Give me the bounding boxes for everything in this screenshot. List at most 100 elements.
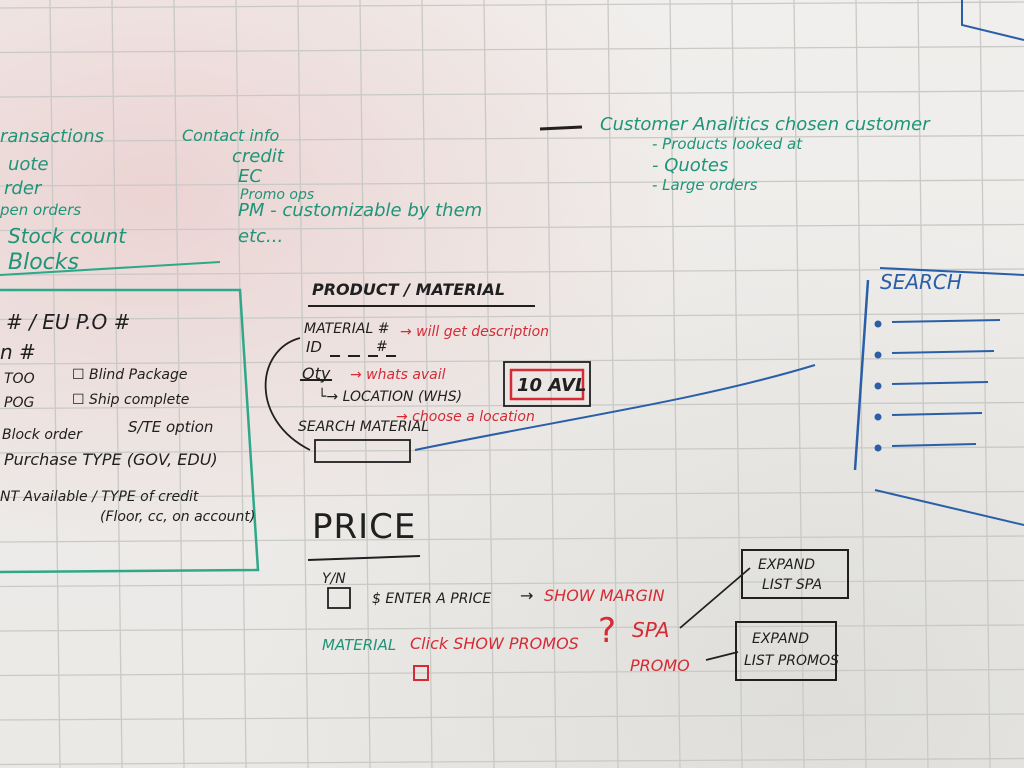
label-spa: SPA [632, 618, 670, 642]
label-qty: Qty [302, 364, 331, 383]
text-credit-type: NT Available / TYPE of credit [0, 489, 199, 505]
search-list-line [891, 412, 983, 416]
label-material: MATERIAL # [304, 321, 390, 337]
grid-line-vertical [483, 0, 495, 768]
text-block-order: Block order [2, 427, 82, 443]
label-enter-price: $ ENTER A PRICE [372, 591, 492, 607]
search-list-bullet [874, 413, 882, 421]
top-dash [539, 125, 583, 131]
text-purchase-type: Purchase TYPE (GOV, EDU) [4, 450, 218, 469]
label-id: ID [306, 338, 322, 356]
price-title: PRICE [312, 507, 417, 547]
search-list-line [891, 319, 1001, 323]
search-panel-edge [961, 0, 1024, 41]
grid-line-vertical [421, 0, 433, 768]
grid-line-horizontal [0, 179, 1024, 187]
label-click-show-promos: Click SHOW PROMOS [410, 634, 579, 653]
text-site-option: S/TE option [128, 418, 214, 436]
search-panel-left [853, 279, 870, 471]
grid-line-horizontal [0, 268, 1024, 276]
search-list-line [891, 350, 995, 354]
search-panel-bottom [874, 489, 1024, 526]
label-id-hash: # [376, 339, 388, 355]
grid-line-horizontal [0, 312, 1024, 321]
text-n-number: n # [0, 340, 36, 364]
grid-line-horizontal [0, 579, 1024, 588]
grid-line-horizontal [0, 490, 1024, 499]
search-material-box [314, 439, 411, 463]
avail-count-box: 10 AVL [517, 375, 587, 396]
text-ec: EC [238, 166, 262, 187]
search-list-line [891, 381, 989, 385]
product-material-title: PRODUCT / MATERIAL [312, 280, 506, 299]
grid-line-horizontal [0, 223, 1024, 232]
spa-connector [679, 567, 751, 629]
search-list-line [891, 443, 977, 447]
text-stock-count: Stock count [8, 224, 127, 248]
text-order: rder [4, 178, 42, 199]
grid-line-horizontal [0, 1, 1024, 9]
note-whats-avail: → whats avail [350, 367, 446, 383]
price-underline [307, 555, 421, 561]
text-pm-customizable: PM - customizable by them [238, 200, 483, 221]
text-large-orders: - Large orders [652, 176, 758, 194]
search-list-bullet [874, 444, 882, 452]
text-blocks: Blocks [8, 250, 79, 275]
text-quote: uote [8, 154, 49, 175]
grid-line-vertical [235, 0, 247, 768]
expand-promos-line-1: EXPAND [752, 631, 810, 647]
promo-checkbox [413, 665, 429, 681]
grid-line-horizontal [0, 90, 1024, 98]
grid-line-horizontal [0, 446, 1024, 454]
grid-line-vertical [359, 0, 371, 768]
text-transactions: ransactions [0, 126, 105, 147]
text-open-orders: pen orders [0, 201, 82, 219]
label-ship-complete: Ship complete [89, 392, 190, 408]
text-customer-analytics: Customer Analitics chosen customer [600, 114, 930, 135]
blocks-underline [0, 261, 221, 276]
grid-line-vertical [49, 0, 61, 768]
checkbox-blind-package: ☐ Blind Package [72, 367, 188, 383]
text-credit: credit [232, 146, 284, 167]
expand-promos-line-2: LIST PROMOS [744, 653, 839, 669]
yn-checkbox [327, 587, 351, 609]
text-too: TOO [4, 371, 35, 387]
label-material-teal: MATERIAL [322, 636, 397, 654]
grid-line-horizontal [0, 668, 1024, 677]
search-list-bullet [874, 320, 882, 328]
grid-line-horizontal [0, 535, 1024, 543]
text-etc: etc... [238, 226, 284, 247]
label-show-margin: SHOW MARGIN [544, 586, 665, 605]
grid-line-horizontal [0, 624, 1024, 632]
curved-arrow [264, 337, 311, 451]
avail-inner-box [509, 368, 585, 401]
grid-line-vertical [731, 0, 743, 768]
label-promo: PROMO [630, 656, 690, 675]
search-panel-title: SEARCH [880, 270, 962, 294]
search-list-items [874, 319, 1001, 452]
grid-line-vertical [979, 0, 991, 768]
blue-connector [414, 364, 816, 451]
text-credit-options: (Floor, cc, on account) [100, 509, 256, 525]
grid-line-horizontal [0, 45, 1024, 54]
expand-promos-box [735, 621, 837, 681]
price-arrow: → [520, 586, 534, 605]
label-blind-package: Blind Package [89, 367, 188, 383]
note-choose-location: → choose a location [396, 409, 535, 425]
grid-line-horizontal [0, 713, 1024, 721]
text-promo-ops: Promo ops [240, 187, 315, 203]
grid-line-vertical [111, 0, 123, 768]
text-po-number: # / EU P.O # [6, 310, 131, 334]
text-contact-info: Contact info [182, 126, 280, 145]
grid-line-vertical [173, 0, 185, 768]
grid-line-vertical [297, 0, 309, 768]
checkbox-ship-complete: ☐ Ship complete [72, 392, 190, 408]
promo-connector [705, 651, 739, 661]
search-panel-top [879, 267, 1024, 276]
text-pog: POG [4, 395, 35, 411]
grid-line-horizontal [0, 357, 1024, 365]
grid-line-horizontal [0, 757, 1024, 766]
question-mark: ? [598, 611, 618, 651]
